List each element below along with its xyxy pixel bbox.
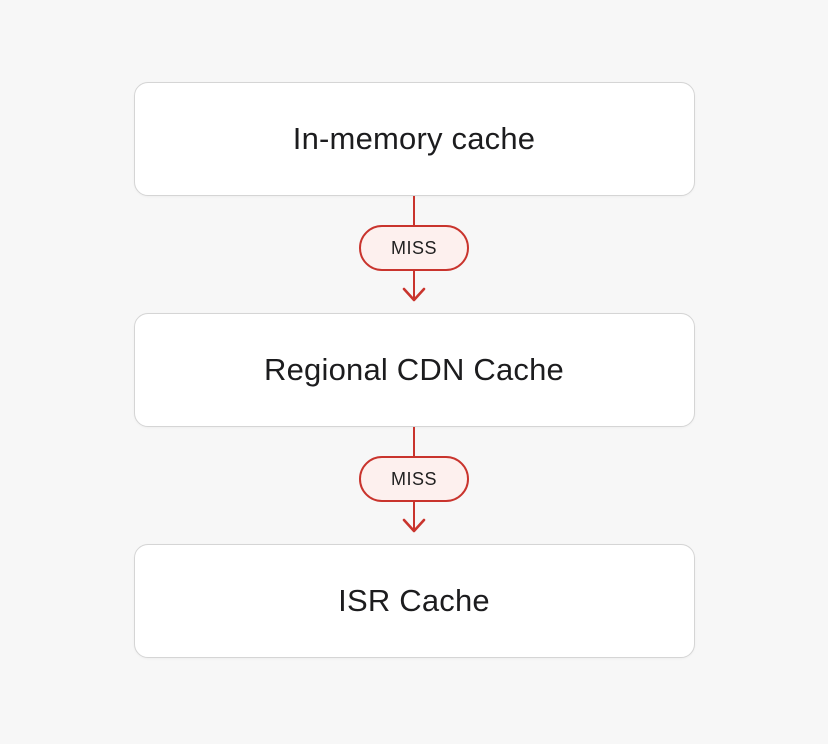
node-in-memory-cache: In-memory cache	[133, 82, 695, 196]
node-label-in-memory-cache: In-memory cache	[292, 121, 536, 156]
node-label-regional-cdn-cache: Regional CDN Cache	[264, 352, 564, 387]
arrow-down-icon	[402, 502, 426, 533]
connector-miss-1: MISS	[359, 196, 469, 313]
connector-line	[413, 427, 415, 456]
arrow-down-icon	[402, 271, 426, 302]
node-regional-cdn-cache: Regional CDN Cache	[133, 313, 695, 427]
miss-badge: MISS	[359, 456, 469, 502]
node-label-isr-cache: ISR Cache	[338, 583, 490, 618]
miss-badge-label: MISS	[390, 468, 437, 489]
connector-line	[413, 196, 415, 225]
node-isr-cache: ISR Cache	[133, 544, 695, 658]
connector-miss-2: MISS	[359, 427, 469, 544]
miss-badge: MISS	[359, 225, 469, 271]
miss-badge-label: MISS	[390, 237, 437, 258]
